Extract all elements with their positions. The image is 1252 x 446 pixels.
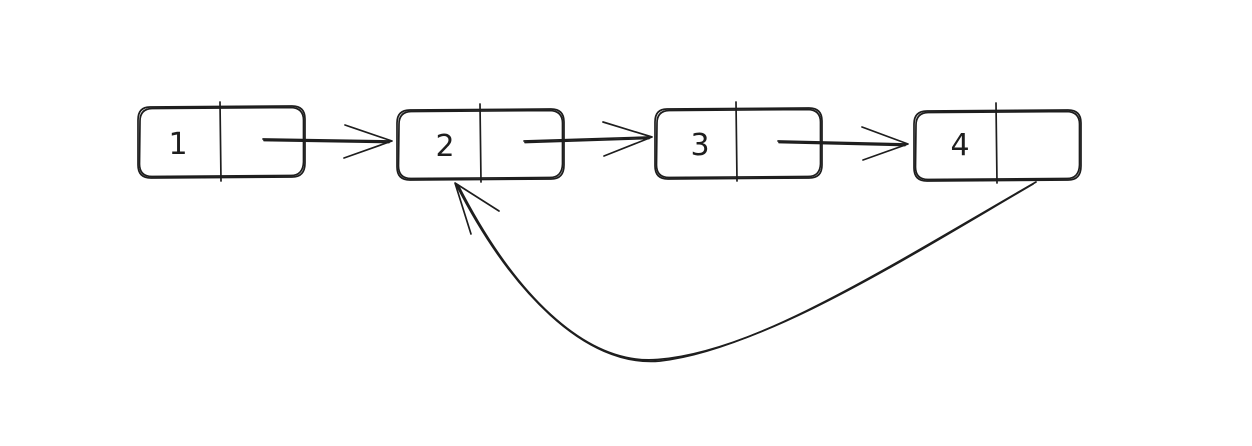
edge-arrow-2-to-3 <box>523 121 653 157</box>
arrowhead <box>602 121 653 157</box>
list-node-3: 3 <box>654 101 823 182</box>
node-value: 2 <box>435 129 454 164</box>
node-box <box>913 109 1082 182</box>
node-value: 4 <box>950 128 969 163</box>
list-node-2: 2 <box>396 103 565 183</box>
node-value: 1 <box>168 127 187 162</box>
list-node-4: 4 <box>913 102 1082 184</box>
node-value: 3 <box>690 128 709 163</box>
node-divider <box>219 101 222 182</box>
arrowhead <box>861 126 909 161</box>
node-box <box>137 105 306 179</box>
edge-arrow-3-to-4 <box>777 126 909 161</box>
node-box <box>396 108 565 181</box>
node-divider <box>735 101 738 182</box>
node-box <box>654 107 823 180</box>
edge-arrow-4-to-2 <box>454 181 1037 363</box>
arrowhead <box>454 182 500 235</box>
node-divider <box>995 102 998 184</box>
list-node-1: 1 <box>137 101 306 182</box>
node-divider <box>479 103 482 183</box>
arrowhead <box>343 124 393 159</box>
edge-arrow-1-to-2 <box>262 124 393 159</box>
